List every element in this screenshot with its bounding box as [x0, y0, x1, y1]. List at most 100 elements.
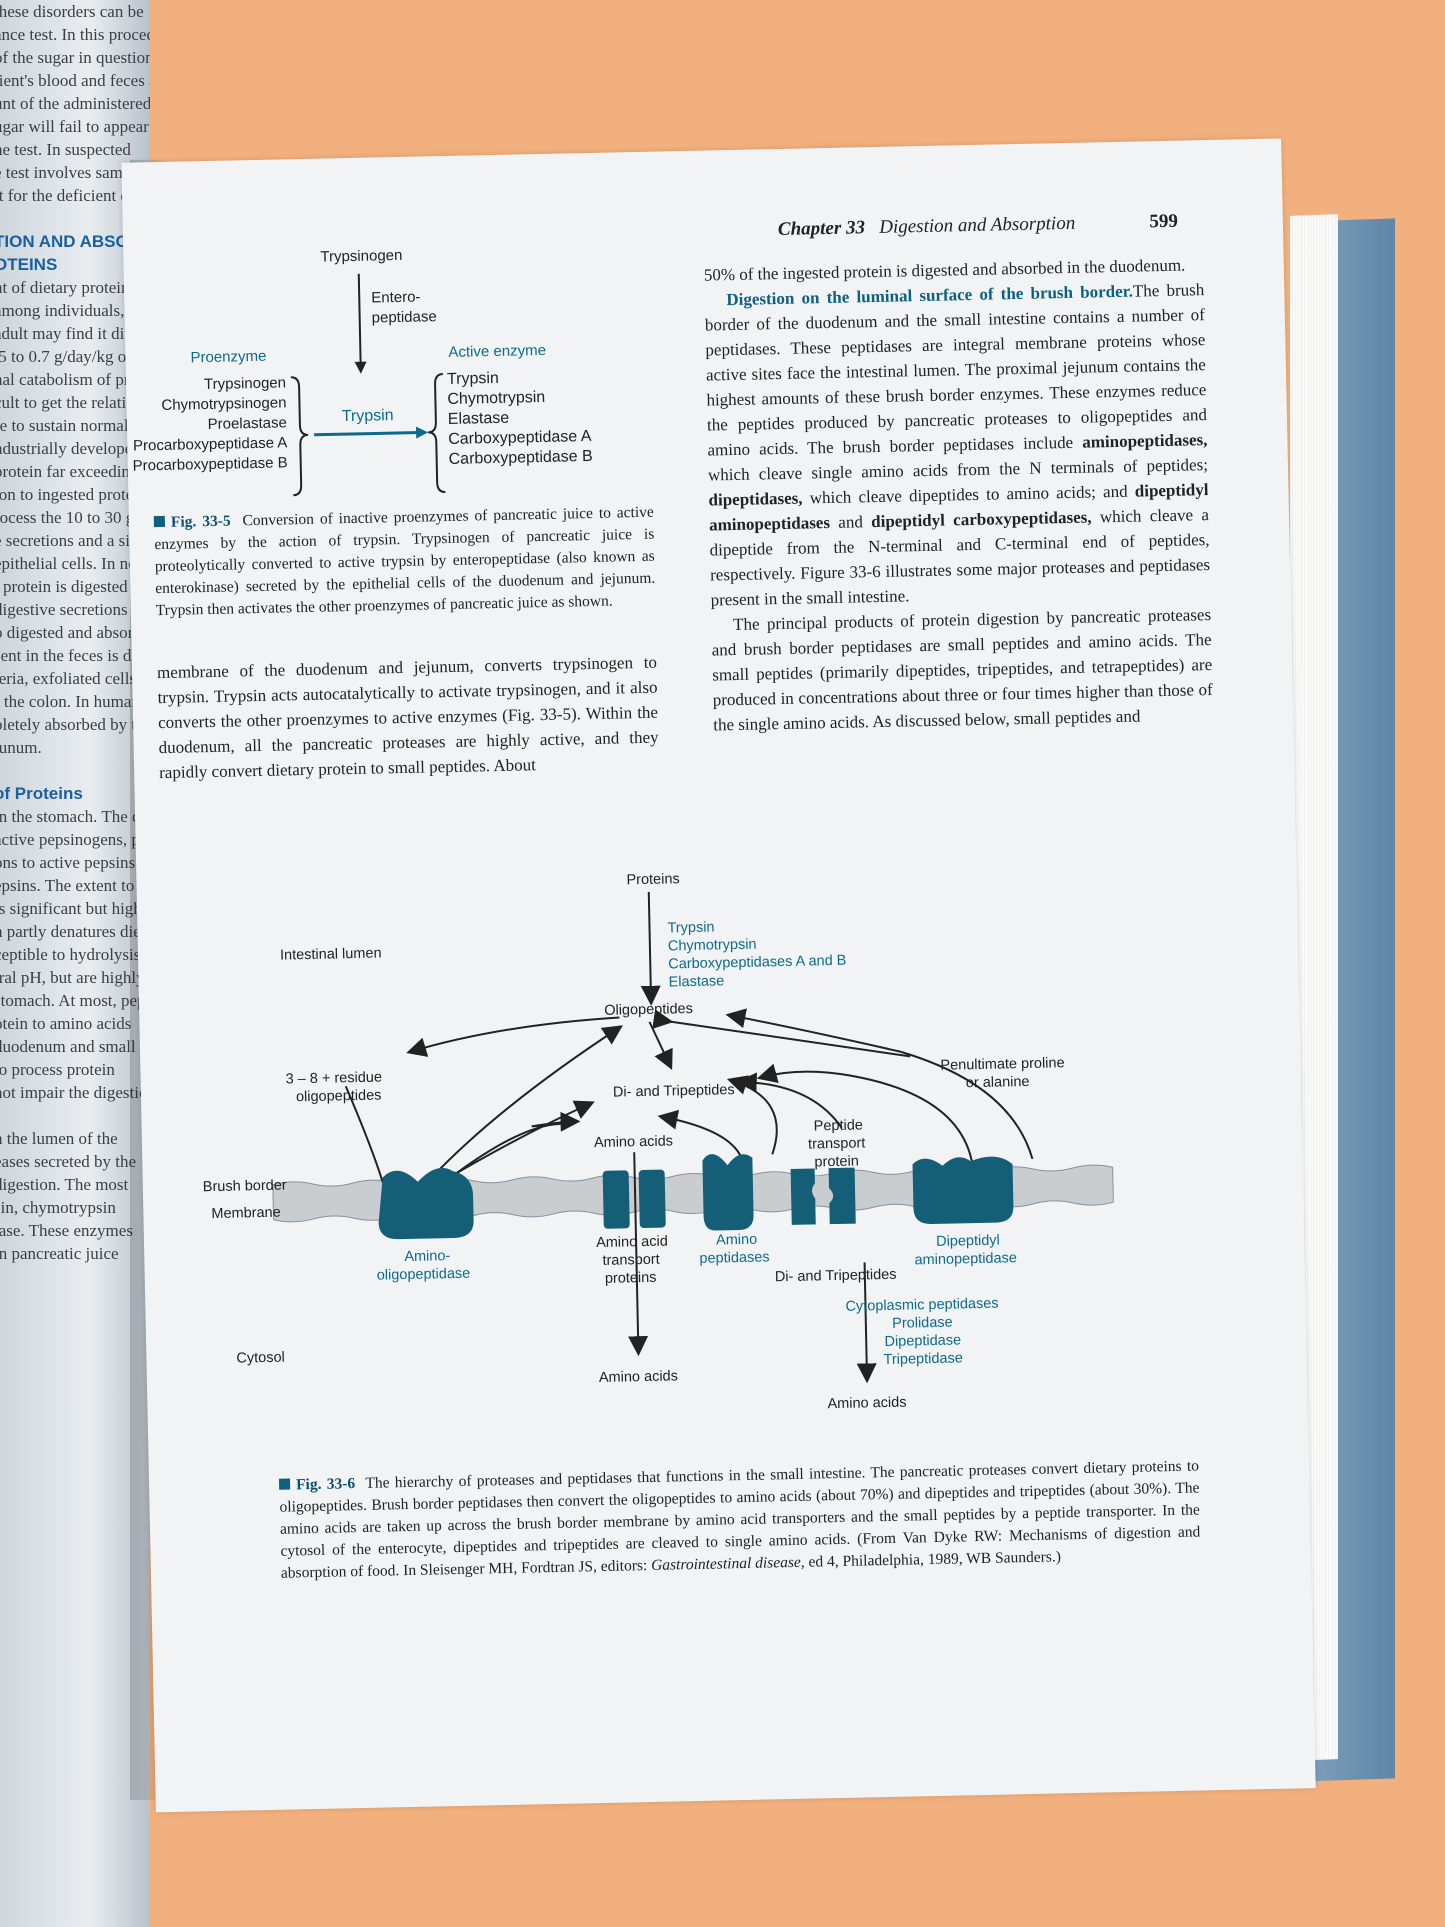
left-page-line: f the colon. In humans,: [0, 692, 150, 711]
cytoplasmic-peptidase-item: Tripeptidase: [883, 1350, 963, 1369]
left-page-line: eases secreted by the: [0, 1152, 137, 1171]
left-page-line: in the stomach. The chief: [0, 807, 150, 826]
figure-33-5-caption: Fig. 33-5 Conversion of inactive proenzy…: [153, 502, 656, 622]
left-page-line: ceptible to hydrolysis by: [0, 945, 150, 964]
pancreatic-enzyme-item: Carboxypeptidases A and B: [668, 952, 847, 973]
fig5-enteropeptidase-line1: Entero-: [371, 288, 421, 307]
left-page-line: e test involves sampli: [0, 163, 141, 182]
peptide-transporter-left-shape: [790, 1168, 816, 1225]
fig6-peptide-transport-line3: protein: [814, 1153, 859, 1171]
left-page-line: sin, chymotrypsin: [0, 1198, 116, 1217]
left-page-text: these disorders can be ance test. In this…: [0, 0, 150, 1265]
left-page-line: nal catabolism of protein: [0, 370, 150, 389]
fig6-residue-line2: oligopeptides: [295, 1087, 382, 1106]
left-page-line: not impair the digestion: [0, 1083, 150, 1102]
chapter-label: Chapter 33: [777, 217, 866, 241]
term-dipeptidases: dipeptidases,: [708, 488, 803, 510]
fig6-di-tripeptides-cytosol: Di- and Tripeptides: [774, 1266, 897, 1286]
right-page: Chapter 33 Digestion and Absorption 599 …: [121, 138, 1316, 1813]
fig6-aa-transport-line1: Amino acid: [595, 1233, 668, 1252]
left-page-line: junum.: [0, 738, 42, 757]
left-page-line: rocess the 10 to 30 g of: [0, 508, 150, 527]
cytoplasmic-peptidase-item: Cytoplasmic peptidases: [845, 1295, 999, 1315]
left-page-line: tase. These enzymes: [0, 1221, 133, 1240]
fig6-dipeptidyl-line1: Dipeptidyl: [935, 1232, 1000, 1250]
left-page-line: .5 to 0.7 g/day/kg of body: [0, 347, 150, 366]
left-page-line: adult may find it difficult: [0, 324, 150, 343]
fig6-aminopeptidases-line2: peptidases: [699, 1249, 770, 1267]
fig6-amino-oligo-line2: oligopeptidase: [376, 1265, 471, 1284]
left-page-heading: of Proteins: [0, 784, 83, 803]
fig6-brush-border: Brush border: [202, 1177, 287, 1196]
transporter-right-shape: [638, 1169, 666, 1229]
caption-square-icon: [153, 515, 166, 528]
fig6-aa-transport-line2: transport: [602, 1251, 660, 1269]
left-page-line: it for the deficient enzym: [0, 186, 150, 205]
fig6-intestinal-lumen: Intestinal lumen: [279, 945, 382, 964]
term-aminopeptidases: aminopeptidases,: [1082, 430, 1208, 452]
fig6-caption-end: ed 4, Philadelphia, 1989, WB Saunders.): [804, 1548, 1062, 1571]
pancreatic-enzyme-item: Elastase: [668, 973, 725, 991]
left-page-line: cult to get the relatively: [0, 393, 150, 412]
fig6-amino-oligo-line1: Amino-: [404, 1248, 451, 1266]
left-page-line: teria, exfoliated cells, and: [0, 669, 150, 688]
fig6-diagram: [272, 891, 1114, 1384]
fig5-enteropeptidase-line2: peptidase: [371, 308, 437, 327]
fig6-penultimate-line1: Penultimate proline: [940, 1055, 1065, 1074]
left-page-line: h partly denatures dietary: [0, 922, 150, 941]
fig6-caption-label: Fig. 33-6: [295, 1475, 356, 1494]
left-page-line: digestion. The most: [0, 1175, 129, 1194]
aminopeptidase-shape: [702, 1154, 754, 1231]
transporter-left-shape: [602, 1170, 630, 1229]
fig6-cytosol: Cytosol: [236, 1349, 285, 1367]
left-page-line: he test. In suspected: [0, 140, 131, 159]
fig5-proenzyme-header: Proenzyme: [190, 347, 267, 367]
left-page-heading: TION AND ABSORPTION: [0, 232, 150, 251]
left-page-line: protein far exceeding the: [0, 462, 150, 481]
left-page-line: these disorders can be: [0, 2, 144, 21]
left-page-line: digestive secretions and: [0, 600, 150, 619]
fig6-amino-acids-bottom-left: Amino acids: [598, 1368, 679, 1387]
fig6-aa-transport-line3: proteins: [604, 1269, 657, 1287]
left-page-line: epithelial cells. In normal: [0, 554, 150, 573]
left-page-line: duodenum and small: [0, 1037, 136, 1056]
left-page-line: tral pH, but are highly: [0, 968, 145, 987]
p2-text-b: which cleave single amino acids from the…: [707, 455, 1209, 485]
term-dipeptidyl-carboxypeptidases: dipeptidyl carboxypeptidases,: [870, 507, 1092, 532]
fig6-peptide-transport-line2: transport: [807, 1135, 866, 1153]
body-text-right: 50% of the ingested protein is digested …: [704, 252, 1214, 737]
left-page-line: unt of the administered: [0, 94, 150, 113]
fig6-residue-line1: 3 – 8 + residue: [285, 1069, 383, 1088]
fig5-trypsin-label: Trypsin: [341, 407, 394, 426]
page-number: 599: [1149, 210, 1179, 233]
left-page-line: stomach. At most, pepsin: [0, 991, 150, 1010]
left-page-line: ance test. In this procedu: [0, 25, 150, 44]
figure-33-6-caption: Fig. 33-6 The hierarchy of proteases and…: [278, 1455, 1201, 1584]
caption-square-icon: [278, 1478, 291, 1490]
left-page-line: nt of dietary protein varies: [0, 278, 150, 297]
left-page-line: tient's blood and feces are: [0, 71, 150, 90]
p2-text-d: and: [829, 512, 872, 532]
left-page-line: is significant but highly: [0, 899, 150, 918]
left-page-line: e secretions and a similar: [0, 531, 150, 550]
left-page-line: ndustrially developed coun: [0, 439, 150, 458]
fig5-trypsinogen-top: Trypsinogen: [320, 246, 403, 266]
left-page-line: active pepsinogens, protease: [0, 830, 150, 849]
paragraph-2: Digestion on the luminal surface of the …: [704, 277, 1211, 612]
fig5-active-header: Active enzyme: [448, 341, 547, 361]
figure-33-5: Trypsinogen Entero- peptidase Proenzyme …: [132, 242, 663, 513]
left-page-line: otein to amino acids: [0, 1014, 132, 1033]
left-page-heading: OTEINS: [0, 255, 58, 274]
left-page-line: [0, 1104, 144, 1127]
active-enzyme-item: Carboxypeptidase B: [448, 447, 593, 468]
fig6-membrane: Membrane: [211, 1204, 281, 1223]
peptide-transporter-right-shape: [828, 1167, 856, 1225]
fig5-arrows: [290, 273, 446, 497]
fig6-amino-acids-top: Amino acids: [593, 1133, 674, 1152]
left-page-line: pletely absorbed by the: [0, 715, 150, 734]
